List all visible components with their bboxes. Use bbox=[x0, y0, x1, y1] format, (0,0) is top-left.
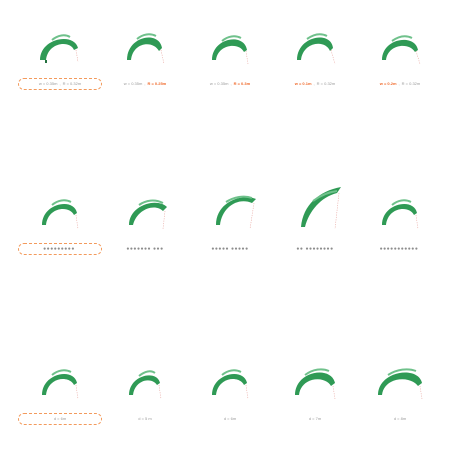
param-a: w = 0.35m bbox=[38, 81, 58, 86]
param-b: R = 0.32m bbox=[316, 81, 336, 86]
param-b: R = 0.25m bbox=[147, 81, 167, 86]
distance-value: d = 6m bbox=[53, 416, 67, 421]
leaf-arch-icon bbox=[382, 35, 421, 65]
thumb-r2-c4[interactable]: ●● ●●●●●●●● bbox=[273, 185, 357, 265]
distance-value: d = 7m bbox=[308, 416, 322, 421]
thumb-r3-c5[interactable]: d = 8m bbox=[358, 355, 442, 435]
dots-filled: ●●●●●●●●● bbox=[43, 246, 75, 252]
thumb-r3-c4[interactable]: d = 7m bbox=[273, 355, 357, 435]
distance-value: d = 8m bbox=[393, 416, 407, 421]
thumb-r2-c1[interactable]: ●●●●●●●●● bbox=[18, 185, 102, 265]
leaf-arch-icon bbox=[216, 195, 256, 230]
param-a: w = 0.35m bbox=[123, 81, 143, 86]
leaf-arch-icon bbox=[301, 187, 341, 230]
dots-filled: ●●●●● bbox=[211, 246, 229, 252]
dots-label: ●●●●●●● ●●● bbox=[103, 243, 187, 255]
leaf-arch-icon bbox=[297, 33, 336, 65]
dots-label: ●●●●●●●●●●● bbox=[358, 243, 442, 255]
param-a: w = 0.35m bbox=[209, 81, 229, 86]
distance-value: d = 5 m bbox=[138, 416, 152, 421]
dots-filled: ●● bbox=[296, 246, 304, 252]
leaf-arch-icon bbox=[382, 199, 419, 230]
thumb-r1-c3[interactable]: w = 0.35m , R = 0.3m bbox=[188, 20, 272, 100]
dots-filled: ●●●●●●● bbox=[126, 246, 152, 252]
leaf-arch-icon bbox=[40, 34, 79, 63]
param-label: w = 0.2m , R = 0.32m bbox=[358, 78, 442, 90]
param-label: w = 0.35m , R = 0.32m bbox=[18, 78, 102, 90]
thumb-r3-c1[interactable]: d = 6m bbox=[18, 355, 102, 435]
distance-label: d = 5 m bbox=[103, 413, 187, 425]
dots-label: ●●●●● ●●●●● bbox=[188, 243, 272, 255]
param-a: w = 0.1m bbox=[294, 81, 312, 86]
param-label: w = 0.1m , R = 0.32m bbox=[273, 78, 357, 90]
leaf-arch-icon bbox=[129, 199, 167, 230]
leaf-arch-icon bbox=[129, 370, 162, 400]
distance-label: d = 6m bbox=[188, 413, 272, 425]
param-label: w = 0.35m , R = 0.3m bbox=[188, 78, 272, 90]
param-b: R = 0.3m bbox=[233, 81, 251, 86]
leaf-arch-icon bbox=[212, 369, 249, 400]
thumb-r1-c1[interactable]: w = 0.35m , R = 0.32m bbox=[18, 20, 102, 100]
dots-faded: ●●●●● bbox=[231, 246, 249, 252]
thumb-r1-c5[interactable]: w = 0.2m , R = 0.32m bbox=[358, 20, 442, 100]
leaf-arch-icon bbox=[127, 33, 165, 65]
leaf-arch-icon bbox=[378, 368, 423, 400]
leaf-arch-icon bbox=[295, 368, 336, 400]
param-b: R = 0.32m bbox=[401, 81, 421, 86]
distance-label: d = 7m bbox=[273, 413, 357, 425]
thumb-r1-c4[interactable]: w = 0.1m , R = 0.32m bbox=[273, 20, 357, 100]
param-b: R = 0.32m bbox=[62, 81, 82, 86]
dots-label: ●● ●●●●●●●● bbox=[273, 243, 357, 255]
thumb-r3-c3[interactable]: d = 6m bbox=[188, 355, 272, 435]
thumb-r1-c2[interactable]: w = 0.35m , R = 0.25m bbox=[103, 20, 187, 100]
leaf-arch-icon bbox=[42, 199, 79, 230]
thumb-r3-c2[interactable]: d = 5 m bbox=[103, 355, 187, 435]
param-label: w = 0.35m , R = 0.25m bbox=[103, 78, 187, 90]
dots-faded: ●●● bbox=[153, 246, 164, 252]
dots-faded: ●●●●●●●● bbox=[305, 246, 334, 252]
param-a: w = 0.2m bbox=[379, 81, 397, 86]
thumb-r2-c5[interactable]: ●●●●●●●●●●● bbox=[358, 185, 442, 265]
dots-filled: ●●●●●●●●●●● bbox=[379, 246, 419, 252]
distance-label: d = 8m bbox=[358, 413, 442, 425]
thumb-r2-c2[interactable]: ●●●●●●● ●●● bbox=[103, 185, 187, 265]
leaf-arch-icon bbox=[212, 35, 249, 65]
dots-label: ●●●●●●●●● bbox=[18, 243, 102, 255]
distance-value: d = 6m bbox=[223, 416, 237, 421]
leaf-arch-icon bbox=[42, 369, 79, 400]
distance-label: d = 6m bbox=[18, 413, 102, 425]
thumb-r2-c3[interactable]: ●●●●● ●●●●● bbox=[188, 185, 272, 265]
